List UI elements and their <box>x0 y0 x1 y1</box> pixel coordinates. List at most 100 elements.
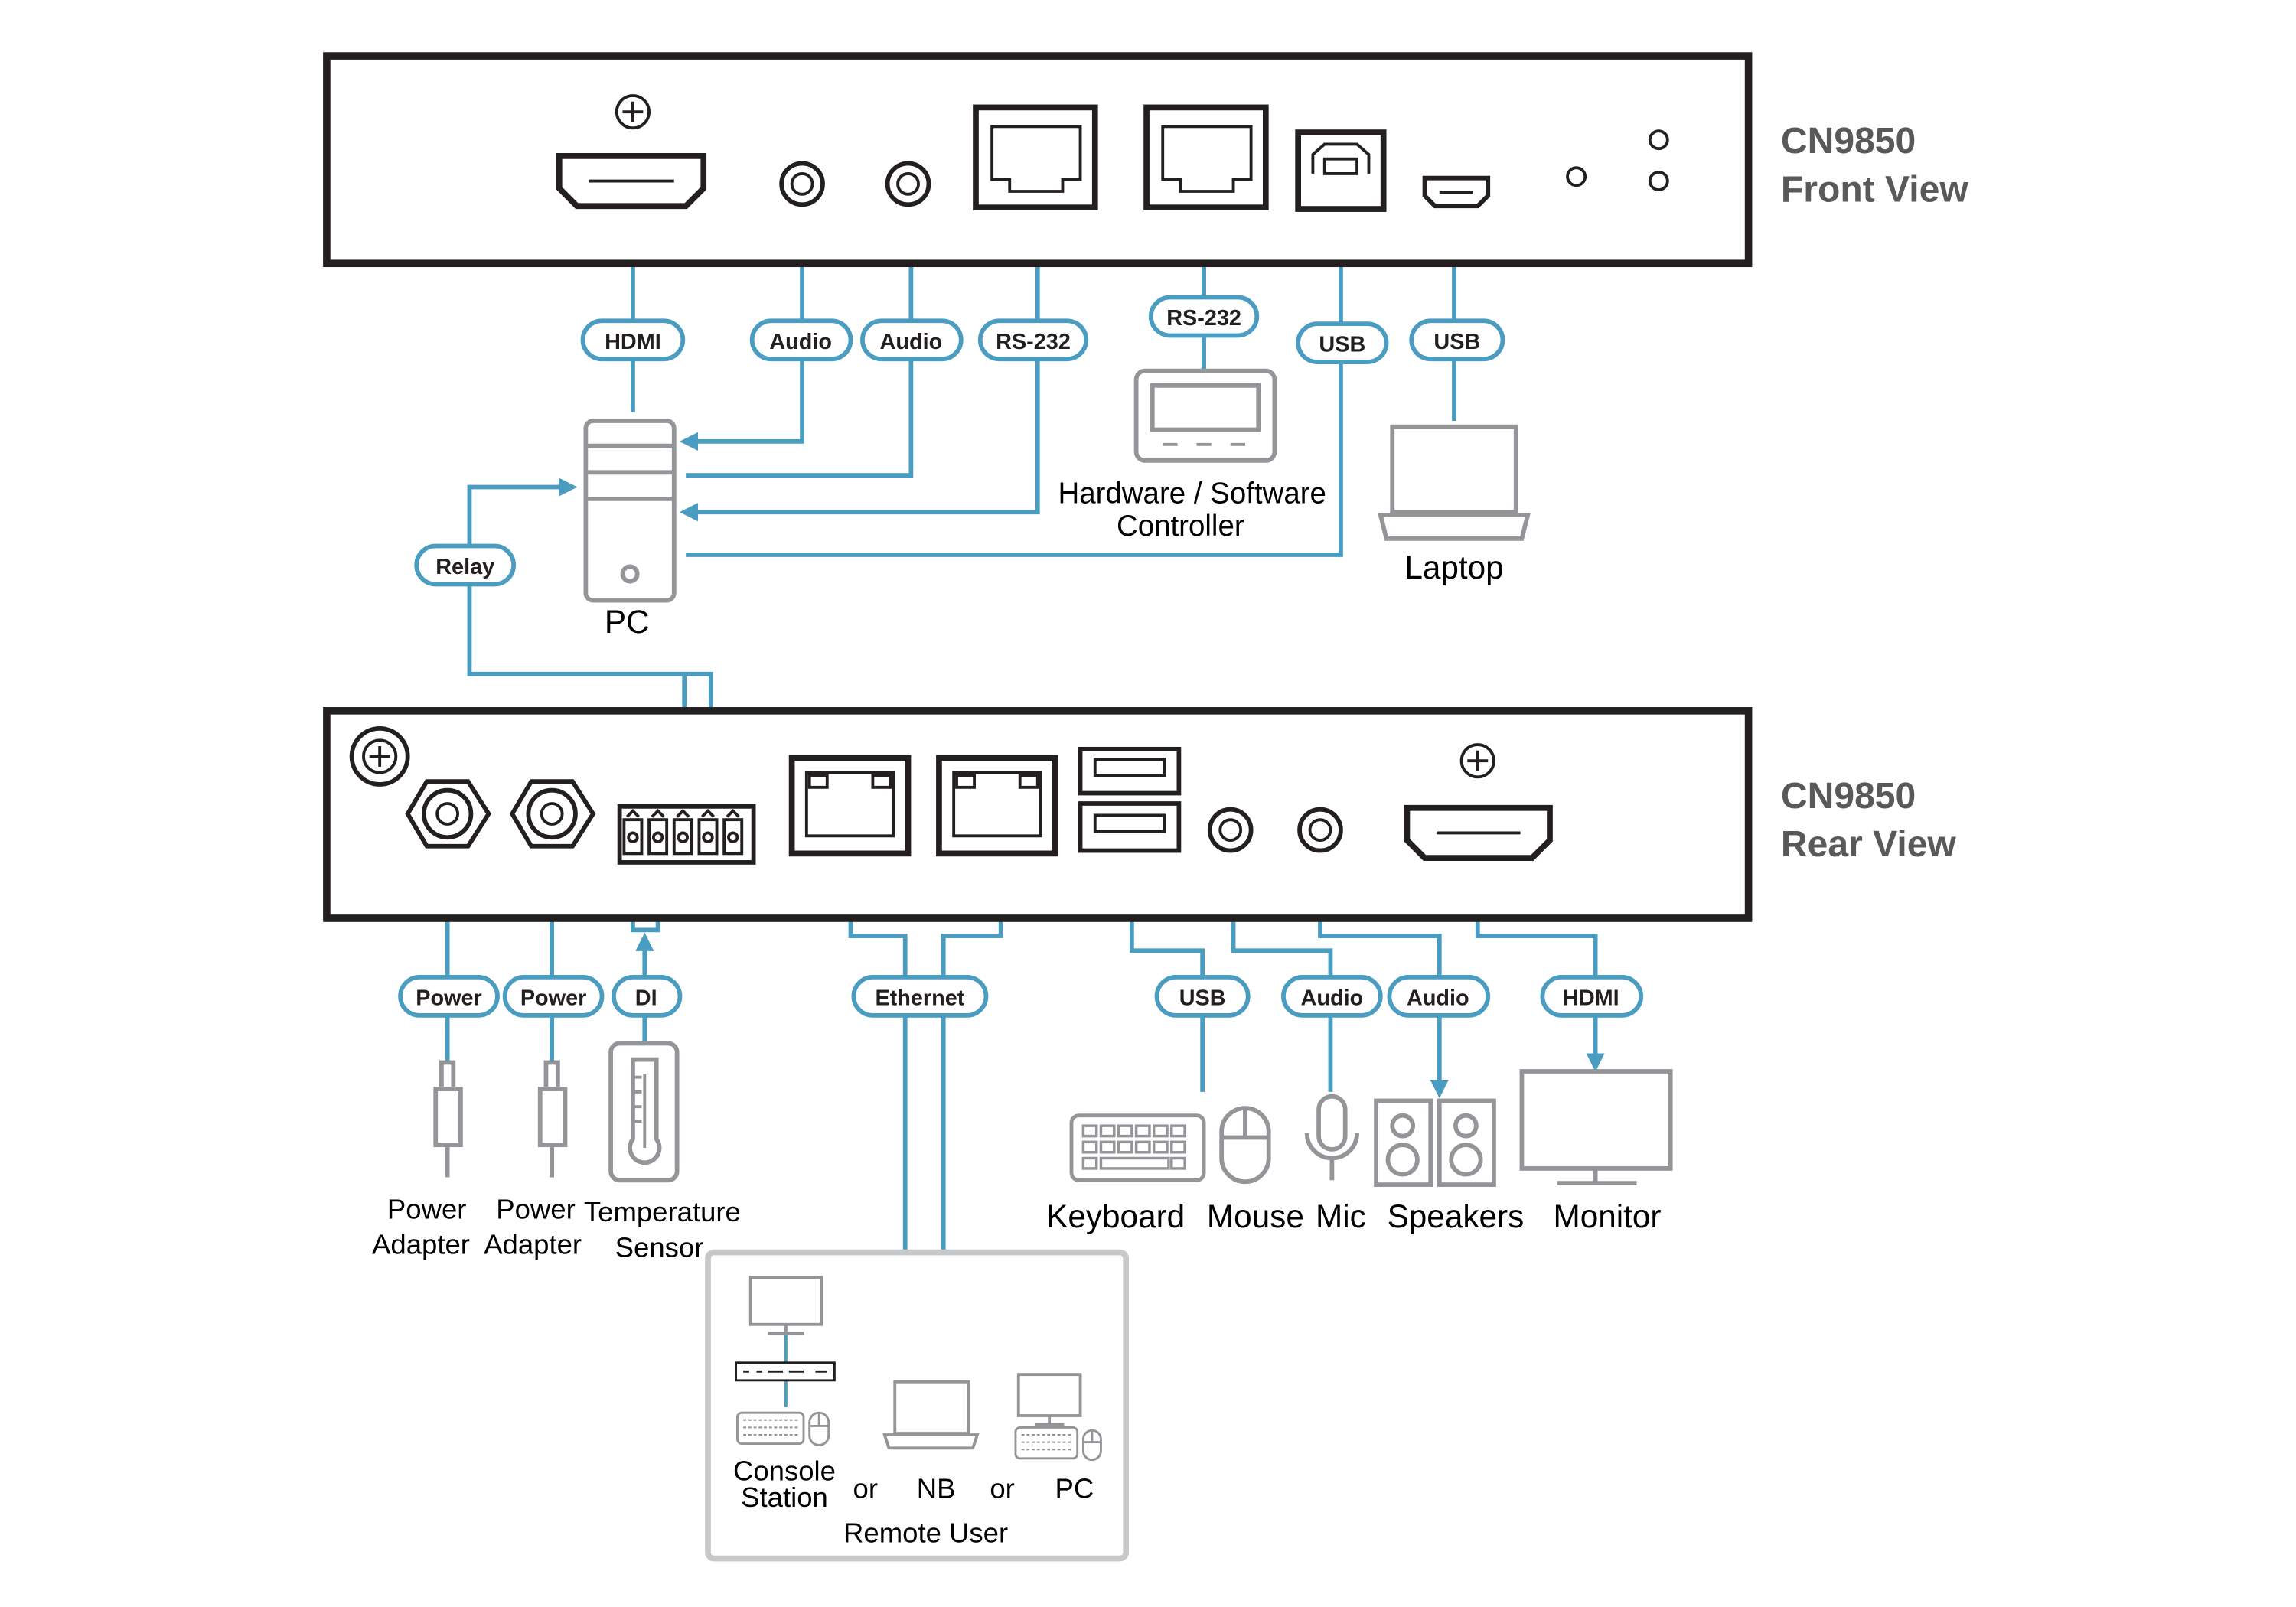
speakers-label: Speakers <box>1388 1198 1525 1234</box>
front-view-device <box>323 52 1753 268</box>
relay-cable-label: Relay <box>414 543 517 587</box>
or-label: or <box>990 1473 1014 1504</box>
screw-icon <box>615 94 651 130</box>
laptop-icon <box>1378 424 1531 541</box>
usb-cable-label-text: USB <box>1319 333 1365 357</box>
thermometer-icon <box>608 1041 680 1183</box>
rear-cable-labels: Power Power DI Ethernet USB Audio Audio <box>398 975 1644 1018</box>
rs232-cable-label: RS-232 <box>977 318 1089 362</box>
rear-view-label: Rear View <box>1781 823 1956 865</box>
pc-remote-label: PC <box>1055 1473 1094 1504</box>
rj45-port-icon <box>936 755 1058 857</box>
console-station-line2: Station <box>741 1482 828 1513</box>
audio-cable-label: Audio <box>1281 975 1383 1018</box>
audio-jack-icon <box>779 161 825 207</box>
audio-cable-label-text: Audio <box>880 330 943 354</box>
controller-icon <box>1133 368 1277 463</box>
rear-view-model: CN9850 <box>1781 775 1916 817</box>
di-cable-label: DI <box>612 975 683 1018</box>
mouse-icon <box>1081 1429 1102 1462</box>
audio-cable-label: Audio <box>749 318 853 362</box>
or-label: or <box>853 1473 878 1504</box>
usb-b-port-icon <box>1295 129 1387 212</box>
microphone-icon <box>1304 1094 1359 1181</box>
controller-label-line2: Controller <box>1117 510 1244 543</box>
remote-user-caption: Remote User <box>843 1517 1008 1548</box>
hdmi-port-icon <box>556 153 707 210</box>
audio-cable-label: Audio <box>1387 975 1491 1018</box>
monitor-icon <box>1519 1069 1673 1186</box>
audio-jack-icon <box>885 161 931 207</box>
front-view-model: CN9850 <box>1781 120 1916 161</box>
remote-user-box: Console Station or NB or PC Remote User <box>705 1249 1129 1562</box>
audio-jack-icon <box>1297 807 1343 853</box>
usb-cable-label: USB <box>1296 321 1389 364</box>
power-cable-label-text: Power <box>520 986 587 1010</box>
mouse-icon <box>1219 1106 1271 1185</box>
keyboard-icon <box>1069 1113 1206 1182</box>
rs232-cable-label-text: RS-232 <box>1166 306 1241 331</box>
audio-cable-label: Audio <box>860 318 964 362</box>
audio-2-front-cable <box>686 211 921 478</box>
dc-power-jack-icon <box>509 779 596 849</box>
power-cable-label-text: Power <box>416 986 482 1010</box>
ethernet-cable-label-text: Ethernet <box>875 986 964 1010</box>
power-cable-label: Power <box>502 975 605 1018</box>
power-adapter-1-line1: Power <box>387 1193 467 1224</box>
rear-view-device <box>323 707 1753 922</box>
temp-sensor-line2: Sensor <box>615 1231 704 1263</box>
hdmi-port-icon <box>1404 804 1553 861</box>
audio-jack-icon <box>1207 807 1254 853</box>
power-adapter-2-line2: Adapter <box>484 1228 582 1260</box>
audio-cable-label-text: Audio <box>1301 986 1364 1010</box>
hdmi-cable-label-text: HDMI <box>1563 986 1619 1010</box>
usb-a-port-icon <box>1078 746 1182 853</box>
screw-icon <box>1459 743 1495 779</box>
power-plug-icon <box>433 1060 463 1178</box>
ethernet-cable-label: Ethernet <box>851 975 989 1018</box>
power-cable-label: Power <box>398 975 500 1018</box>
terminal-block-icon <box>617 804 756 865</box>
front-cable-labels: HDMI Audio Audio RS-232 RS-232 USB USB <box>414 295 1505 587</box>
rs232-cable-label: RS-232 <box>1148 295 1260 338</box>
laptop-icon <box>882 1380 980 1450</box>
rs232-cable-label-text: RS-232 <box>996 330 1071 354</box>
usb-cable-label: USB <box>1154 975 1251 1018</box>
pc-label: PC <box>605 604 650 640</box>
monitor-icon <box>748 1276 823 1335</box>
audio-cable-label-text: Audio <box>769 330 832 354</box>
keyboard-icon <box>736 1411 805 1445</box>
audio-cable-label-text: Audio <box>1407 986 1469 1010</box>
relay-cable-label-text: Relay <box>435 555 494 579</box>
keyboard-icon <box>1014 1426 1079 1460</box>
rj45-port-icon <box>973 104 1098 210</box>
hdmi-cable-label: HDMI <box>580 318 686 362</box>
dc-power-jack-icon <box>405 779 491 849</box>
hdmi-cable-label-text: HDMI <box>605 330 661 354</box>
rs232-pc-cable <box>679 217 1040 522</box>
monitor-icon <box>1016 1373 1082 1426</box>
power-plug-icon <box>537 1060 568 1178</box>
mouse-label: Mouse <box>1207 1198 1304 1234</box>
micro-usb-port-icon <box>1422 175 1491 209</box>
audio-1-front-cable <box>679 217 804 451</box>
controller-label-line1: Hardware / Software <box>1058 478 1326 510</box>
power-adapter-2-line1: Power <box>496 1193 576 1224</box>
monitor-label: Monitor <box>1553 1198 1661 1234</box>
laptop-label: Laptop <box>1404 549 1503 585</box>
nb-label: NB <box>917 1473 956 1504</box>
usb-cable-label: USB <box>1409 318 1505 362</box>
kvm-unit-icon <box>735 1361 836 1382</box>
mouse-icon <box>808 1411 830 1446</box>
pc-tower-icon <box>583 419 677 603</box>
di-cable-label-text: DI <box>635 986 657 1010</box>
temp-sensor-line1: Temperature <box>584 1196 741 1227</box>
speakers-icon <box>1374 1098 1496 1187</box>
power-adapter-1-line2: Adapter <box>372 1228 470 1260</box>
led-icon <box>1566 129 1669 191</box>
front-view-label: Front View <box>1781 168 1968 210</box>
rj45-port-icon <box>1143 104 1269 210</box>
screw-icon <box>349 726 410 787</box>
